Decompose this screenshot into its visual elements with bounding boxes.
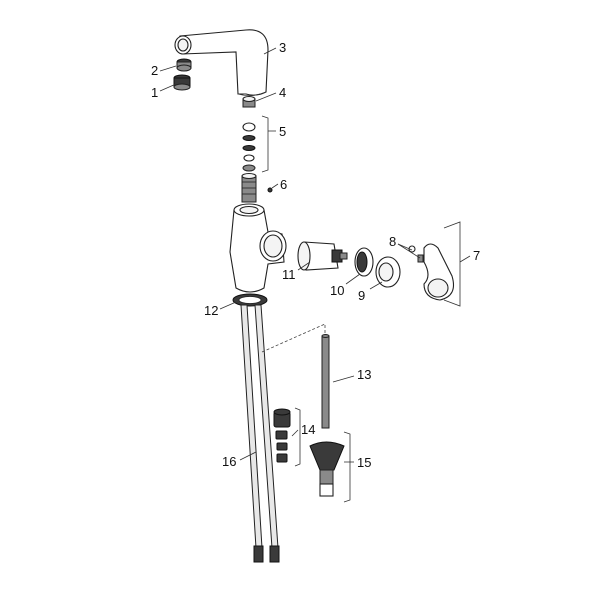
part-label-9: 9	[358, 288, 365, 303]
part-label-7: 7	[473, 248, 480, 263]
lever-handle-part	[423, 243, 455, 301]
o-ring-set-part	[242, 122, 256, 172]
part-label-13: 13	[357, 367, 371, 382]
part-label-3: 3	[279, 40, 286, 55]
part-label-2: 2	[151, 63, 158, 78]
part-label-16: 16	[222, 454, 236, 469]
part-label-5: 5	[279, 124, 286, 139]
threaded-connector-part	[241, 172, 257, 203]
leader-lines	[159, 47, 471, 463]
cartridge-ring-part	[354, 247, 374, 277]
part-label-8: 8	[389, 234, 396, 249]
set-screw-part	[408, 245, 424, 263]
cover-cap-part	[375, 256, 401, 288]
nut-part	[242, 95, 256, 108]
fixing-nut-set-part	[273, 408, 291, 463]
aerator-insert-part	[173, 74, 191, 91]
cartridge-part	[297, 241, 348, 271]
base-ring-part	[232, 293, 268, 307]
threaded-rod-part	[321, 334, 330, 429]
part-label-6: 6	[280, 177, 287, 192]
spout-part	[174, 29, 269, 96]
part-label-12: 12	[204, 303, 218, 318]
faucet-body-part	[229, 203, 287, 293]
pin-part	[267, 187, 273, 193]
part-label-1: 1	[151, 85, 158, 100]
mounting-bracket-part	[309, 441, 345, 497]
part-label-10: 10	[330, 283, 344, 298]
part-label-4: 4	[279, 85, 286, 100]
aerator-housing-part	[176, 58, 192, 72]
part-label-15: 15	[357, 455, 371, 470]
supply-hoses-part	[240, 304, 280, 563]
part-label-11: 11	[282, 267, 296, 282]
part-label-14: 14	[301, 422, 315, 437]
